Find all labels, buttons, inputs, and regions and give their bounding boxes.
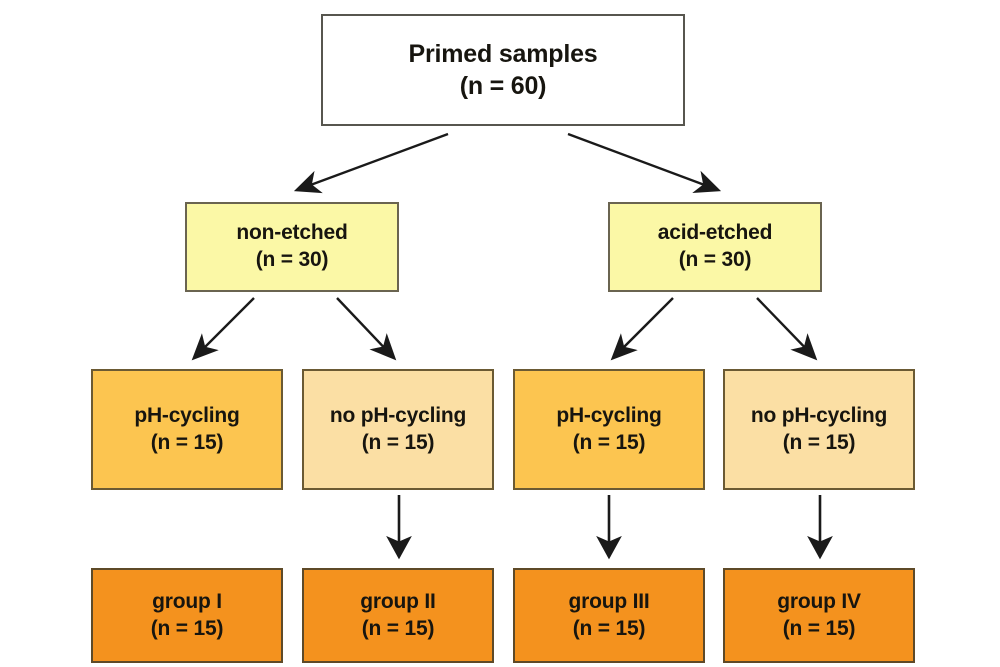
node-group-ii: group II (n = 15) [302,568,494,663]
node-count: (n = 15) [361,616,435,640]
edge-primed-to-non-etched [293,132,449,194]
node-count: (n = 15) [572,616,646,640]
node-acid-etched: acid-etched (n = 30) [608,202,822,292]
node-primed-samples: Primed samples (n = 60) [321,14,685,126]
node-count: (n = 60) [459,72,547,100]
node-count: (n = 15) [572,430,646,454]
node-count: (n = 15) [150,430,224,454]
node-ph-cycling-2: pH-cycling (n = 15) [513,369,705,490]
node-count: (n = 15) [150,616,224,640]
node-no-ph-cycling-2: no pH-cycling (n = 15) [723,369,915,490]
node-count: (n = 15) [361,430,435,454]
node-title: no pH-cycling [750,403,888,427]
node-count: (n = 15) [782,616,856,640]
edge-acid-etched-to-no-ph-cycling-2 [756,297,818,361]
node-title: no pH-cycling [329,403,467,427]
node-title: acid-etched [657,221,773,245]
edge-primed-to-acid-etched [567,132,722,194]
node-no-ph-cycling-1: no pH-cycling (n = 15) [302,369,494,490]
node-ph-cycling-1: pH-cycling (n = 15) [91,369,283,490]
edge-non-etched-to-ph-cycling-1 [191,297,255,361]
node-title: group III [568,589,650,613]
node-count: (n = 15) [782,430,856,454]
node-title: group IV [777,589,861,613]
node-group-i: group I (n = 15) [91,568,283,663]
node-title: pH-cycling [134,403,240,427]
node-group-iv: group IV (n = 15) [723,568,915,663]
node-count: (n = 30) [255,248,329,271]
node-count: (n = 30) [678,248,752,271]
node-title: non-etched [236,221,348,245]
node-group-iii: group III (n = 15) [513,568,705,663]
node-title: group II [360,589,436,613]
edge-acid-etched-to-ph-cycling-2 [610,297,674,361]
node-title: pH-cycling [556,403,662,427]
node-title: group I [152,589,222,613]
node-title: Primed samples [408,40,598,68]
edge-non-etched-to-no-ph-cycling-1 [336,297,397,361]
node-non-etched: non-etched (n = 30) [185,202,399,292]
